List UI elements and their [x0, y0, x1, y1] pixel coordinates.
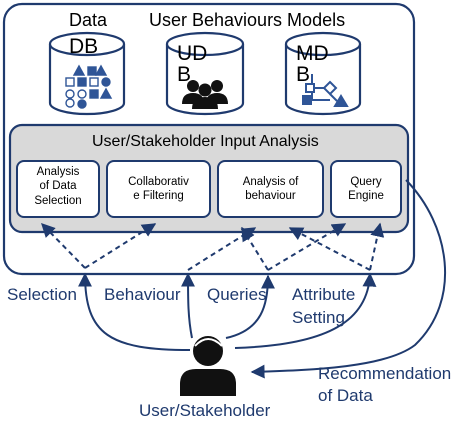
dashed-arrows: [41, 222, 385, 271]
input-behaviour: Behaviour: [104, 285, 181, 304]
ud-b-label: B: [177, 63, 192, 86]
analysis-box-1: [16, 160, 100, 218]
md-b-label: B: [296, 63, 311, 86]
ud-label: UD: [177, 42, 208, 65]
person-icon: [180, 336, 236, 396]
analysis-box-1-label: Analysis of Data Selection: [34, 166, 82, 207]
users-icon: [182, 80, 228, 109]
input-setting: Setting: [292, 308, 345, 327]
input-arrows: [78, 179, 446, 379]
analysis-box-3-label: Analysis of behaviour: [242, 176, 299, 203]
input-selection: Selection: [7, 285, 77, 304]
input-queries: Queries: [207, 285, 267, 304]
actor-label: User/Stakeholder: [139, 401, 271, 420]
analysis-box-2: [106, 160, 211, 218]
analysis-title: User/Stakeholder Input Analysis: [92, 133, 319, 150]
header-user-behaviours-models: User Behaviours Models: [149, 10, 346, 30]
output-recommendation: Recommendation: [318, 364, 452, 383]
database-icon: [65, 64, 113, 109]
analysis-box-4: [330, 160, 402, 218]
analysis-box-3: [217, 160, 324, 218]
output-of-data: of Data: [318, 386, 373, 405]
input-attribute: Attribute: [292, 285, 356, 304]
analysis-box-4-label: Query Engine: [348, 176, 384, 203]
header-data: Data: [69, 10, 108, 30]
md-label: MD: [296, 42, 329, 65]
flowchart-icon: [302, 74, 349, 107]
db-label: DB: [69, 35, 99, 58]
analysis-box-2-label: Collaborativ e Filtering: [128, 176, 189, 203]
